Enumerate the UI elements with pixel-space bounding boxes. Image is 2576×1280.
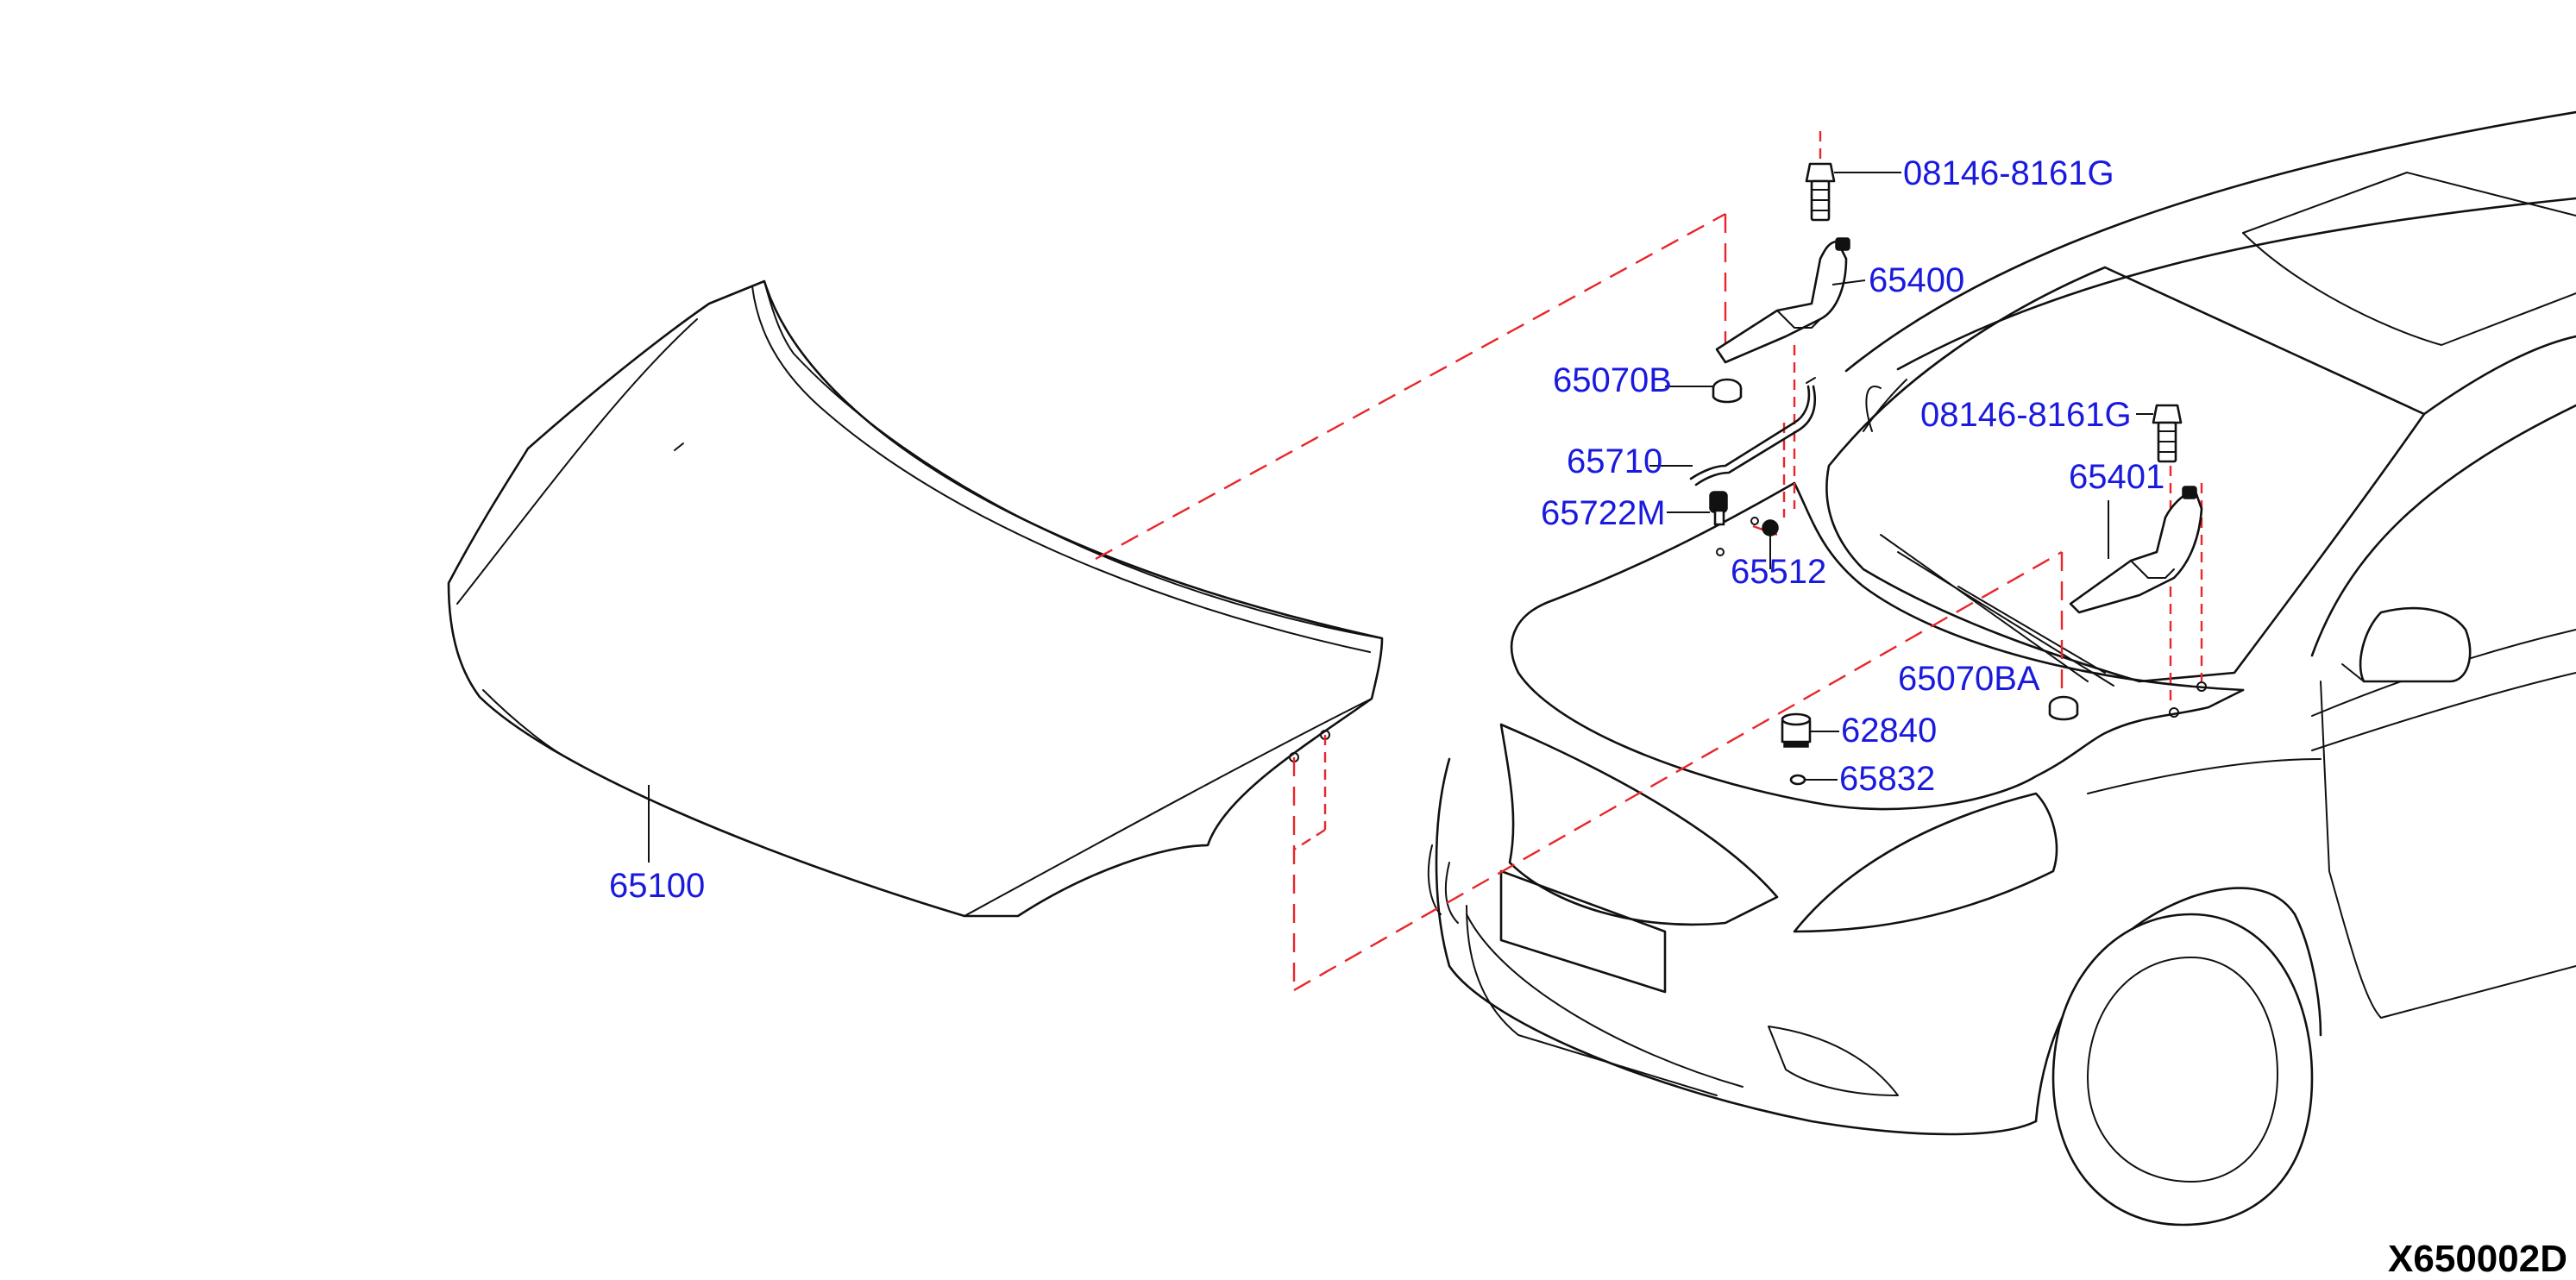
callouts: 08146-8161G 65400 65070B 65710 65722M 65… (609, 154, 2164, 905)
small-parts (1649, 162, 2203, 786)
callout-hood-panel: 65100 (609, 867, 705, 905)
callout-grommet-right: 65070BA (1898, 660, 2040, 698)
callout-grommet-left: 65070B (1553, 361, 1672, 399)
callout-hood-lock-clip: 65512 (1731, 553, 1826, 591)
callout-hinge-right: 65401 (2069, 458, 2164, 496)
callout-seal-clip: 65832 (1839, 760, 1935, 798)
callout-hood-rod: 65710 (1567, 442, 1662, 480)
callout-bolt-left: 08146-8161G (1903, 154, 2114, 192)
callout-hinge-left: 65400 (1869, 261, 1964, 299)
hood-panel (447, 279, 1384, 918)
diagram-code: X650002D (2388, 1238, 2567, 1280)
car-body (1427, 110, 2576, 1227)
callout-bumper-rubber: 62840 (1841, 712, 1937, 750)
callout-bolt-right: 08146-8161G (1920, 396, 2132, 434)
callout-rod-clip: 65722M (1541, 494, 1666, 532)
